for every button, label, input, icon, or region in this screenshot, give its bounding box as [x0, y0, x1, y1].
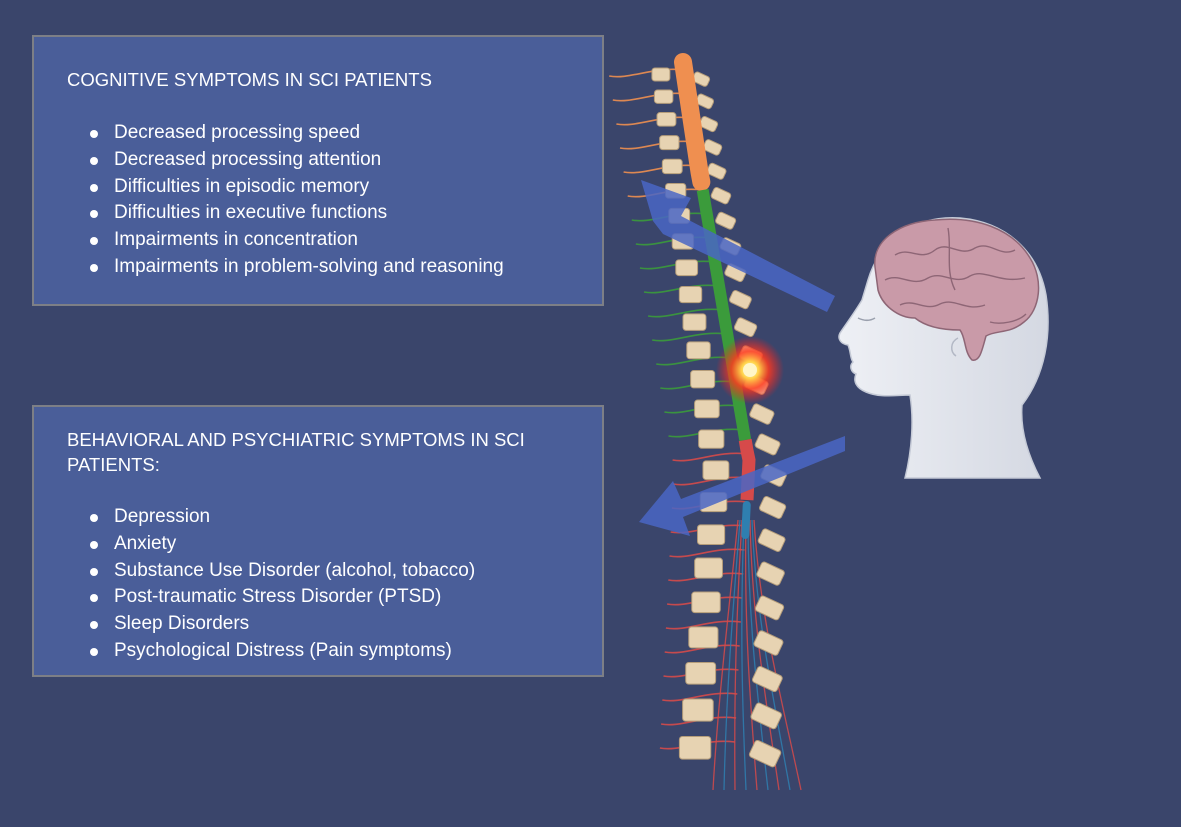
- cognitive-symptoms-panel: COGNITIVE SYMPTOMS IN SCI PATIENTS Decre…: [32, 35, 604, 306]
- arrow-icon: [639, 180, 845, 536]
- list-item: Anxiety: [90, 531, 475, 558]
- list-item: Impairments in concentration: [90, 227, 504, 254]
- list-item: Impairments in problem-solving and reaso…: [90, 254, 504, 281]
- human-head-with-brain-illustration: [838, 217, 1049, 479]
- behavioral-symptoms-list: Depression Anxiety Substance Use Disorde…: [90, 504, 475, 665]
- list-item: Difficulties in episodic memory: [90, 174, 504, 201]
- injury-glow-icon: [716, 336, 784, 404]
- list-item: Substance Use Disorder (alcohol, tobacco…: [90, 558, 475, 585]
- list-item: Sleep Disorders: [90, 611, 475, 638]
- list-item: Difficulties in executive functions: [90, 200, 504, 227]
- spinal-column-illustration: [609, 53, 802, 791]
- list-item: Post-traumatic Stress Disorder (PTSD): [90, 584, 475, 611]
- behavioral-symptoms-panel: BEHAVIORAL AND PSYCHIATRIC SYMPTOMS IN S…: [32, 405, 604, 677]
- behavioral-panel-title: BEHAVIORAL AND PSYCHIATRIC SYMPTOMS IN S…: [67, 429, 525, 475]
- list-item: Decreased processing attention: [90, 147, 504, 174]
- list-item: Depression: [90, 504, 475, 531]
- list-item: Psychological Distress (Pain symptoms): [90, 638, 475, 665]
- cognitive-symptoms-list: Decreased processing speed Decreased pro…: [90, 120, 504, 281]
- cognitive-panel-title: COGNITIVE SYMPTOMS IN SCI PATIENTS: [67, 69, 432, 90]
- list-item: Decreased processing speed: [90, 120, 504, 147]
